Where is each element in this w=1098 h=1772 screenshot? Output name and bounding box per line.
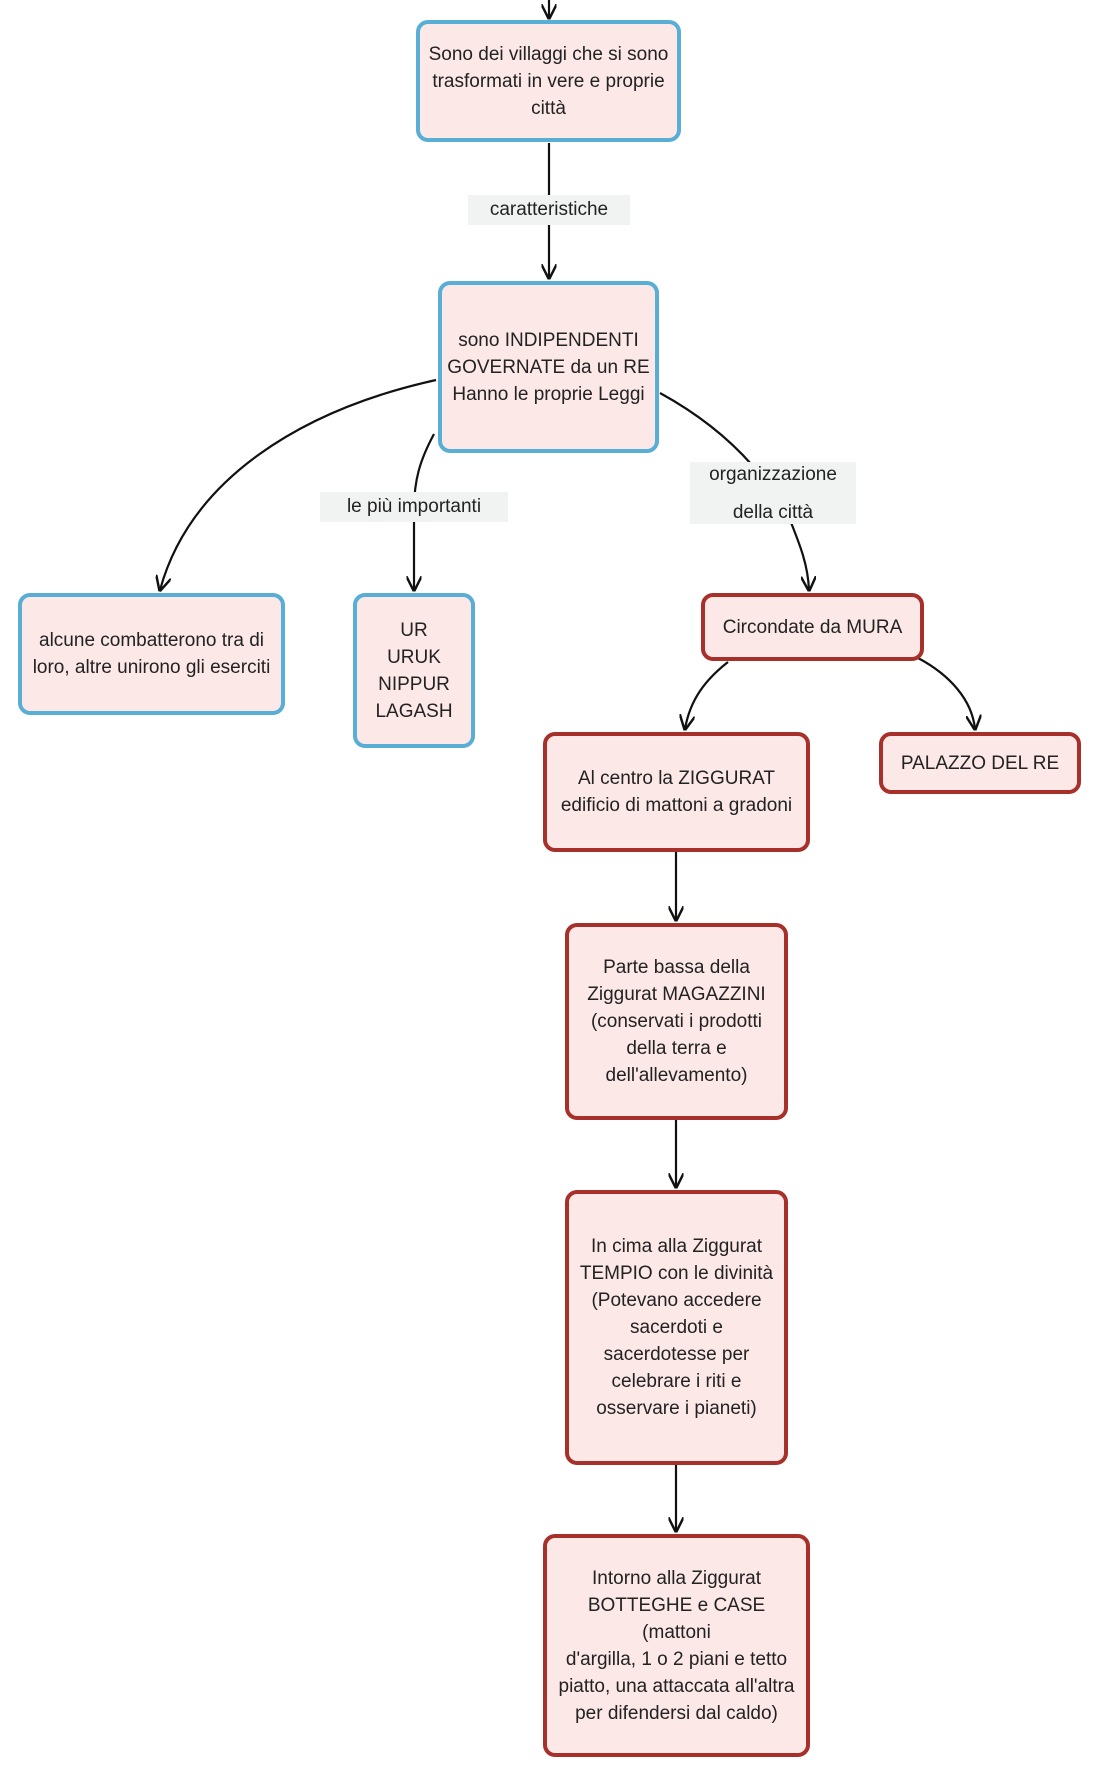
node-palazzo[interactable]: PALAZZO DEL RE	[879, 732, 1081, 794]
edge-mura-ziggurat	[685, 661, 729, 729]
node-tempio[interactable]: In cima alla Ziggurat TEMPIO con le divi…	[565, 1190, 788, 1465]
node-text: Al centro la ZIGGURAT edificio di matton…	[560, 768, 793, 816]
edge-indipendenti-combatterono	[160, 378, 437, 590]
node-text: Sono dei villaggi che si sono trasformat…	[428, 43, 669, 119]
node-citta-importanti[interactable]: UR URUK NIPPUR LAGASH	[353, 593, 475, 748]
node-villaggi[interactable]: Sono dei villaggi che si sono trasformat…	[416, 20, 681, 142]
node-text: Parte bassa della Ziggurat MAGAZZINI (co…	[587, 957, 766, 1086]
edge-indipendenti-mura	[659, 392, 809, 590]
edge-label-text: caratteristiche	[489, 199, 609, 220]
node-text: Intorno alla Ziggurat BOTTEGHE e CASE (m…	[558, 1567, 795, 1724]
node-combatterono[interactable]: alcune combatterono tra di loro, altre u…	[18, 593, 285, 715]
edge-label-organizzazione: organizzazione della città	[690, 462, 856, 524]
node-text: In cima alla Ziggurat TEMPIO con le divi…	[579, 1236, 774, 1419]
node-indipendenti[interactable]: sono INDIPENDENTI GOVERNATE da un RE Han…	[438, 281, 659, 453]
edge-label-text: le più importanti	[346, 496, 482, 517]
node-text: Circondate da MURA	[722, 616, 903, 638]
edge-label-piu-importanti: le più importanti	[320, 492, 508, 522]
edge-mura-palazzo	[917, 657, 975, 729]
edge-label-caratteristiche: caratteristiche	[468, 195, 630, 225]
node-text: PALAZZO DEL RE	[900, 752, 1060, 774]
node-mura[interactable]: Circondate da MURA	[701, 593, 924, 661]
edge-label-text: organizzazione della città	[709, 463, 837, 523]
node-botteghe[interactable]: Intorno alla Ziggurat BOTTEGHE e CASE (m…	[543, 1534, 810, 1757]
node-text: alcune combatterono tra di loro, altre u…	[32, 630, 271, 678]
node-text: UR URUK NIPPUR LAGASH	[375, 619, 453, 722]
node-ziggurat[interactable]: Al centro la ZIGGURAT edificio di matton…	[543, 732, 810, 852]
node-text: sono INDIPENDENTI GOVERNATE da un RE Han…	[447, 329, 650, 405]
node-magazzini[interactable]: Parte bassa della Ziggurat MAGAZZINI (co…	[565, 923, 788, 1120]
